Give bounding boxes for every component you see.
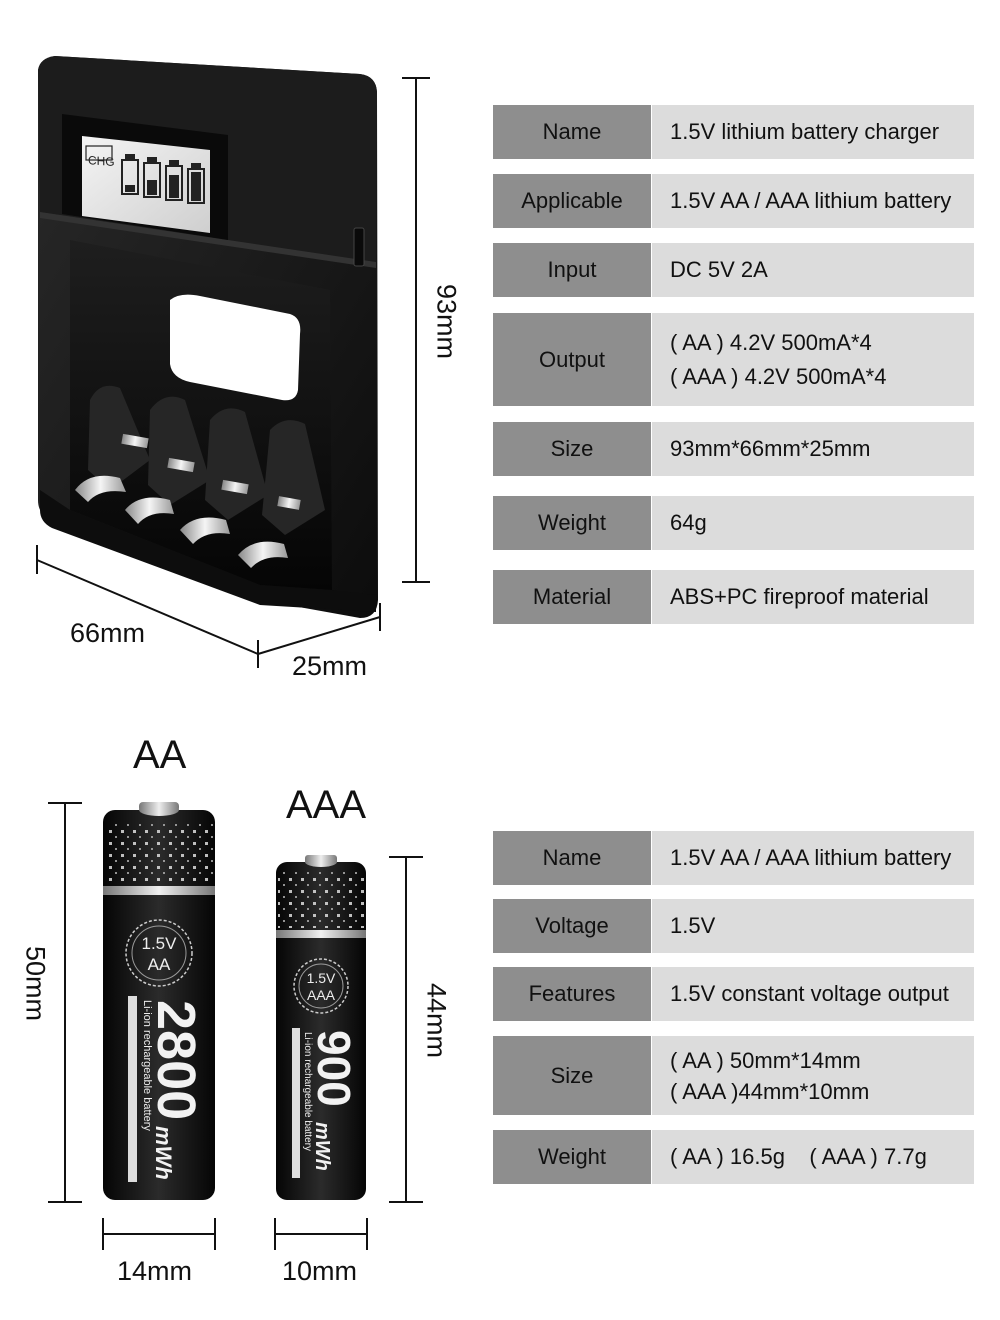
charger-window [170,294,301,401]
spec-key: Voltage [493,899,651,953]
lcd-screen [82,136,210,233]
spec-key: Name [493,105,651,159]
charger-width-label: 66mm [70,618,146,648]
aa-badge-voltage: 1.5V [142,934,178,953]
charger-illustration: CHG [36,56,430,668]
dimension-depth-line [257,603,381,655]
aaa-width-line [274,1218,368,1250]
lcd-battery-icons [121,154,205,204]
spec-key: Material [493,570,651,624]
aa-side-text: Li-ion rechargeable battery [141,1000,153,1131]
spec-value: 1.5V lithium battery charger [652,105,974,159]
spec-value: ( AA ) 50mm*14mm ( AAA )44mm*10mm [652,1036,974,1115]
battery-slots [88,385,325,535]
spec-key: Output [493,313,651,406]
usb-port [353,227,365,267]
dimension-height-line [402,77,430,583]
aa-type-label: AA [133,733,187,777]
aa-width-line [102,1218,216,1250]
aaa-badge-voltage: 1.5V [307,970,336,986]
aa-width-label: 14mm [117,1256,193,1286]
spec-row-weight: Weight 64g [493,496,974,550]
spec-row-name: Name 1.5V AA / AAA lithium battery [493,831,974,885]
aaa-height-line [389,856,423,1203]
aaa-width-label: 10mm [282,1256,358,1286]
spec-row-name: Name 1.5V lithium battery charger [493,105,974,159]
spec-value: ( AA ) 16.5g ( AAA ) 7.7g [652,1130,974,1184]
aa-badge-type: AA [148,955,171,974]
aaa-capacity: 900 [308,1030,360,1107]
aaa-type-label: AAA [286,783,367,827]
spec-key: Applicable [493,174,651,228]
spec-row-weight: Weight ( AA ) 16.5g ( AAA ) 7.7g [493,1130,974,1184]
spec-value: 1.5V [652,899,974,953]
lcd-chg-label: CHG [88,153,115,169]
spec-value: 93mm*66mm*25mm [652,422,974,476]
spec-value: 64g [652,496,974,550]
spec-value: DC 5V 2A [652,243,974,297]
spec-key: Input [493,243,651,297]
spec-value: 1.5V AA / AAA lithium battery [652,831,974,885]
aa-battery: 1.5V AA Li-ion rechargeable battery 2800… [103,802,215,1200]
aa-unit: mWh [151,1126,176,1180]
spec-value: 1.5V constant voltage output [652,967,974,1021]
aaa-side-text: Li-ion rechargeable battery [302,1032,313,1151]
spec-key: Weight [493,496,651,550]
spec-row-size: Size 93mm*66mm*25mm [493,422,974,476]
aaa-badge-type: AAA [307,987,336,1003]
aaa-unit: mWh [311,1122,333,1171]
spec-value: 1.5V AA / AAA lithium battery [652,174,974,228]
spec-row-input: Input DC 5V 2A [493,243,974,297]
aa-capacity: 2800 [146,1000,206,1120]
aaa-height-label: 44mm [421,982,452,1058]
charger-height-label: 93mm [431,283,462,359]
spec-row-voltage: Voltage 1.5V [493,899,974,953]
spec-row-features: Features 1.5V constant voltage output [493,967,974,1021]
spec-key: Weight [493,1130,651,1184]
spec-key: Size [493,1036,651,1115]
spec-key: Name [493,831,651,885]
aaa-battery: 1.5V AAA Li-ion rechargeable battery 900… [276,855,366,1200]
spec-key: Features [493,967,651,1021]
spec-row-applicable: Applicable 1.5V AA / AAA lithium battery [493,174,974,228]
aa-height-label: 50mm [20,945,51,1021]
spec-row-material: Material ABS+PC fireproof material [493,570,974,624]
batteries-illustration: 1.5V AA Li-ion rechargeable battery 2800… [48,802,423,1250]
spec-key: Size [493,422,651,476]
charger-depth-label: 25mm [292,651,368,681]
battery-contacts [75,433,301,568]
spec-row-size: Size ( AA ) 50mm*14mm ( AAA )44mm*10mm [493,1036,974,1115]
spec-value: ( AA ) 4.2V 500mA*4 ( AAA ) 4.2V 500mA*4 [652,313,974,406]
spec-value: ABS+PC fireproof material [652,570,974,624]
aa-height-line [48,802,82,1203]
spec-row-output: Output ( AA ) 4.2V 500mA*4 ( AAA ) 4.2V … [493,313,974,406]
